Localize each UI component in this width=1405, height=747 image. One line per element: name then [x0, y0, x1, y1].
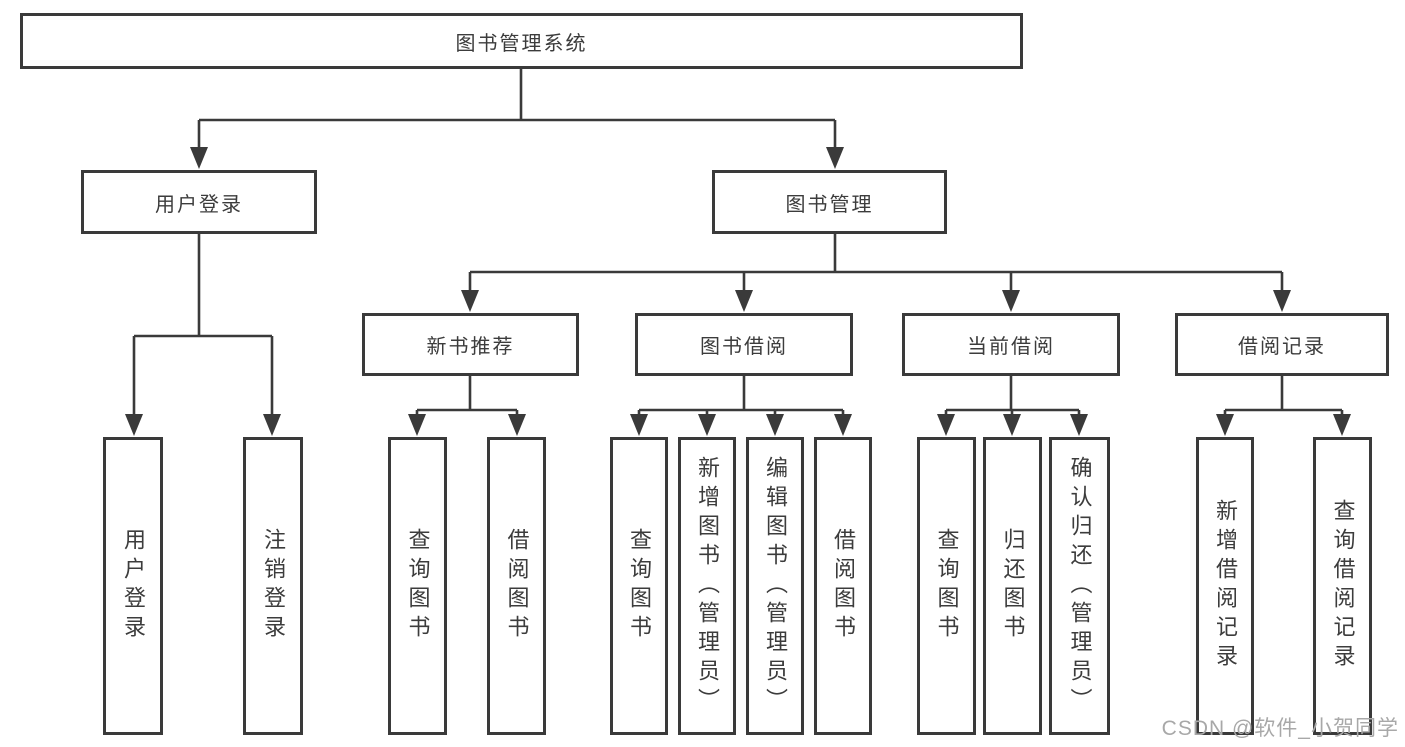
node-leaf-query-books-borrowing-label: 查询图书 [627, 528, 652, 644]
node-borrowing-records-label: 借阅记录 [1238, 336, 1326, 358]
node-leaf-borrow-books-recommend: 借阅图书 [487, 437, 546, 735]
watermark: CSDN @软件_小贺同学 [1161, 717, 1399, 740]
node-leaf-return-books: 归还图书 [983, 437, 1042, 735]
node-leaf-user-login-label: 用户登录 [121, 528, 146, 644]
node-book-management: 图书管理 [712, 170, 947, 234]
node-leaf-query-books-current: 查询图书 [917, 437, 976, 735]
node-current-borrowing: 当前借阅 [902, 313, 1120, 376]
node-leaf-query-books-recommend: 查询图书 [388, 437, 447, 735]
node-leaf-borrow-books: 借阅图书 [814, 437, 872, 735]
node-leaf-query-borrow-record-label: 查询借阅记录 [1330, 499, 1356, 673]
node-leaf-query-books-borrowing: 查询图书 [610, 437, 668, 735]
node-book-management-label: 图书管理 [785, 193, 874, 216]
node-leaf-add-books-admin: 新增图书（管理员） [678, 437, 736, 735]
node-book-borrowing: 图书借阅 [635, 313, 853, 376]
node-leaf-add-borrow-record-label: 新增借阅记录 [1213, 499, 1238, 673]
node-new-book-recommend: 新书推荐 [362, 313, 579, 376]
node-current-borrowing-label: 当前借阅 [967, 336, 1055, 358]
node-leaf-query-books-recommend-label: 查询图书 [405, 528, 431, 644]
node-root: 图书管理系统 [20, 13, 1023, 69]
node-leaf-confirm-return-admin-label: 确认归还（管理员） [1067, 455, 1093, 717]
node-leaf-borrow-books-label: 借阅图书 [831, 528, 856, 644]
node-leaf-user-login: 用户登录 [103, 437, 163, 735]
node-new-book-recommend-label: 新书推荐 [426, 336, 515, 358]
node-root-label: 图书管理系统 [455, 32, 588, 55]
node-leaf-query-books-current-label: 查询图书 [934, 528, 960, 644]
node-leaf-edit-books-admin: 编辑图书（管理员） [746, 437, 804, 735]
node-leaf-add-borrow-record: 新增借阅记录 [1196, 437, 1254, 735]
node-borrowing-records: 借阅记录 [1175, 313, 1389, 376]
node-book-borrowing-label: 图书借阅 [700, 336, 788, 358]
node-leaf-confirm-return-admin: 确认归还（管理员） [1049, 437, 1110, 735]
node-leaf-logout-label: 注销登录 [261, 528, 286, 644]
node-leaf-add-books-admin-label: 新增图书（管理员） [695, 455, 720, 717]
node-leaf-borrow-books-recommend-label: 借阅图书 [504, 528, 530, 644]
node-leaf-query-borrow-record: 查询借阅记录 [1313, 437, 1372, 735]
node-leaf-logout: 注销登录 [243, 437, 303, 735]
node-user-login: 用户登录 [81, 170, 317, 234]
node-leaf-return-books-label: 归还图书 [1000, 528, 1026, 644]
node-user-login-label: 用户登录 [155, 193, 243, 216]
node-leaf-edit-books-admin-label: 编辑图书（管理员） [763, 455, 788, 717]
